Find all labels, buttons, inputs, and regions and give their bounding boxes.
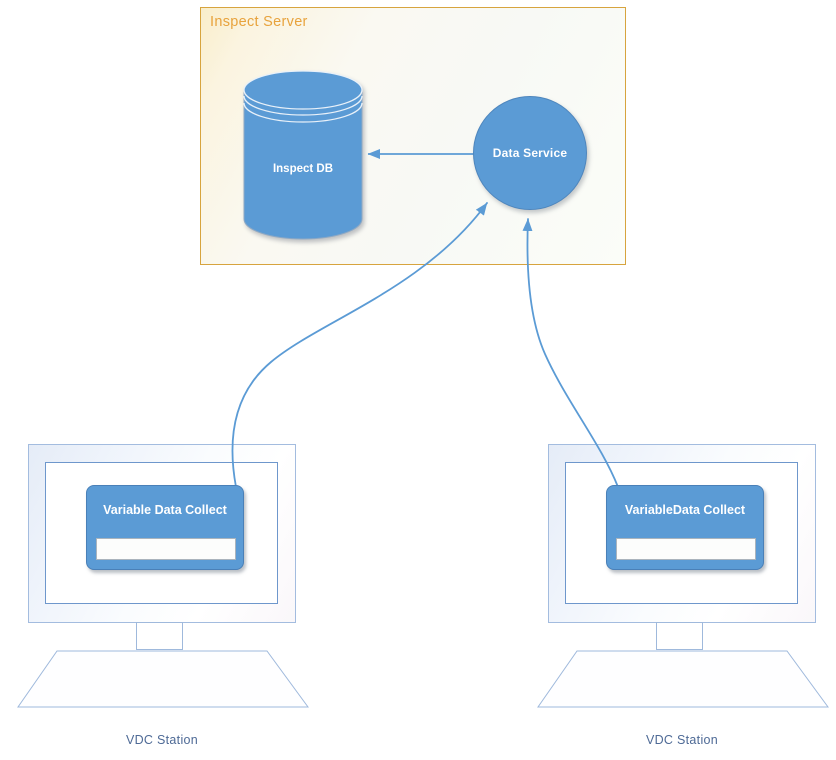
vdc-app-left-title: Variable Data Collect	[103, 503, 227, 517]
monitor-stand-right	[656, 622, 703, 650]
inspect-db-node[interactable]: Inspect DB	[242, 69, 364, 241]
vdc-app-right-title: VariableData Collect	[624, 503, 746, 517]
inspect-db-label: Inspect DB	[272, 163, 334, 175]
database-cylinder-icon	[243, 70, 363, 240]
vdc-app-right[interactable]: VariableData Collect	[606, 485, 764, 570]
vdc-station-label-right: VDC Station	[645, 733, 719, 747]
monitor-stand-left	[136, 622, 183, 650]
data-service-label: Data Service	[492, 146, 568, 160]
vdc-app-left-input[interactable]	[96, 538, 236, 560]
vdc-app-right-input[interactable]	[616, 538, 756, 560]
data-service-node[interactable]: Data Service	[473, 96, 587, 210]
monitor-base-left	[17, 650, 309, 708]
vdc-app-left[interactable]: Variable Data Collect	[86, 485, 244, 570]
monitor-base-right	[537, 650, 829, 708]
vdc-station-label-left: VDC Station	[125, 733, 199, 747]
inspect-server-label: Inspect Server	[210, 14, 308, 30]
